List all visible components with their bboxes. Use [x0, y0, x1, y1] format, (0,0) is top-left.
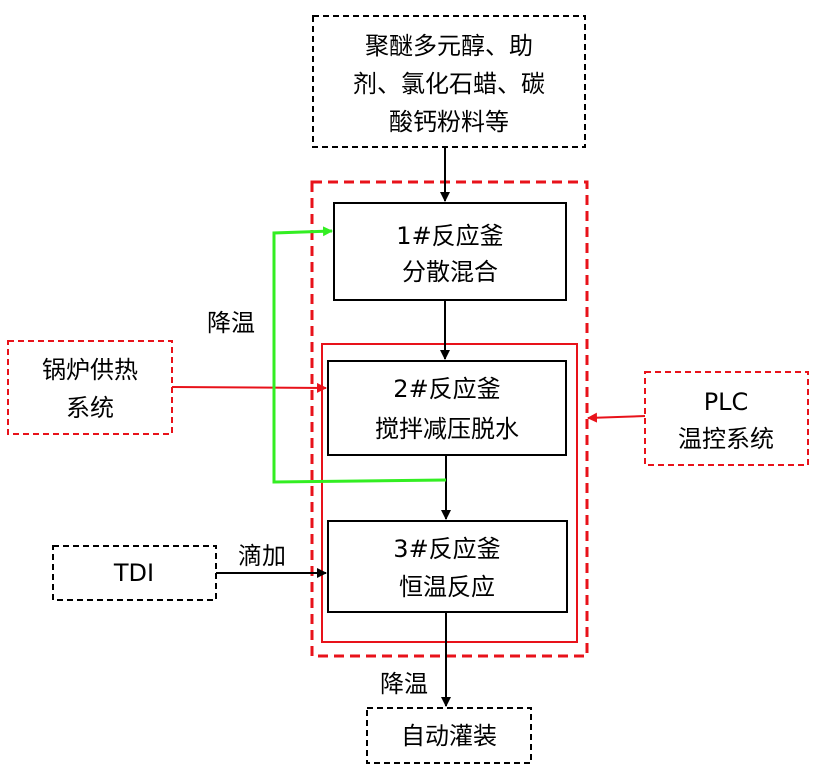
cooling-feedback-loop	[272, 226, 447, 484]
plc-control-line1: PLC	[704, 388, 749, 416]
raw-materials-line3: 酸钙粉料等	[389, 108, 509, 136]
reactor-2-title: 2#反应釜	[393, 375, 500, 403]
cooling-feedback-label: 降温	[207, 309, 255, 337]
reactor-1-title: 1#反应釜	[396, 222, 503, 250]
raw-materials-line1: 聚醚多元醇、助	[365, 32, 533, 60]
reactor-group-inner	[321, 343, 578, 643]
raw-materials-line2: 剂、氯化石蜡、碳	[353, 70, 545, 98]
reactor-3-title: 3#反应釜	[393, 535, 500, 563]
reactor-3-subtitle: 恒温反应	[399, 573, 495, 601]
reactor-1-subtitle: 分散混合	[402, 258, 498, 286]
reactor-2-subtitle: 搅拌减压脱水	[375, 415, 519, 443]
dropwise-label: 滴加	[238, 542, 286, 570]
plc-control-box	[644, 371, 809, 466]
auto-filling-label: 自动灌装	[401, 722, 497, 750]
reactor-group-outer	[310, 180, 589, 658]
reactor-2-box	[327, 360, 567, 456]
reactor-1-box	[333, 202, 567, 301]
boiler-system-line2: 系统	[66, 394, 114, 422]
arrow-plc-to-group	[587, 412, 646, 423]
raw-materials-box	[312, 15, 586, 148]
reactor-3-box	[327, 520, 568, 613]
auto-filling-box	[366, 707, 532, 764]
boiler-system-line1: 锅炉供热	[42, 356, 138, 384]
arrow-boiler-to-reactor2	[171, 382, 327, 393]
cooling-out-label: 降温	[380, 670, 428, 698]
plc-control-line2: 温控系统	[678, 425, 774, 453]
tdi-label: TDI	[113, 559, 154, 587]
